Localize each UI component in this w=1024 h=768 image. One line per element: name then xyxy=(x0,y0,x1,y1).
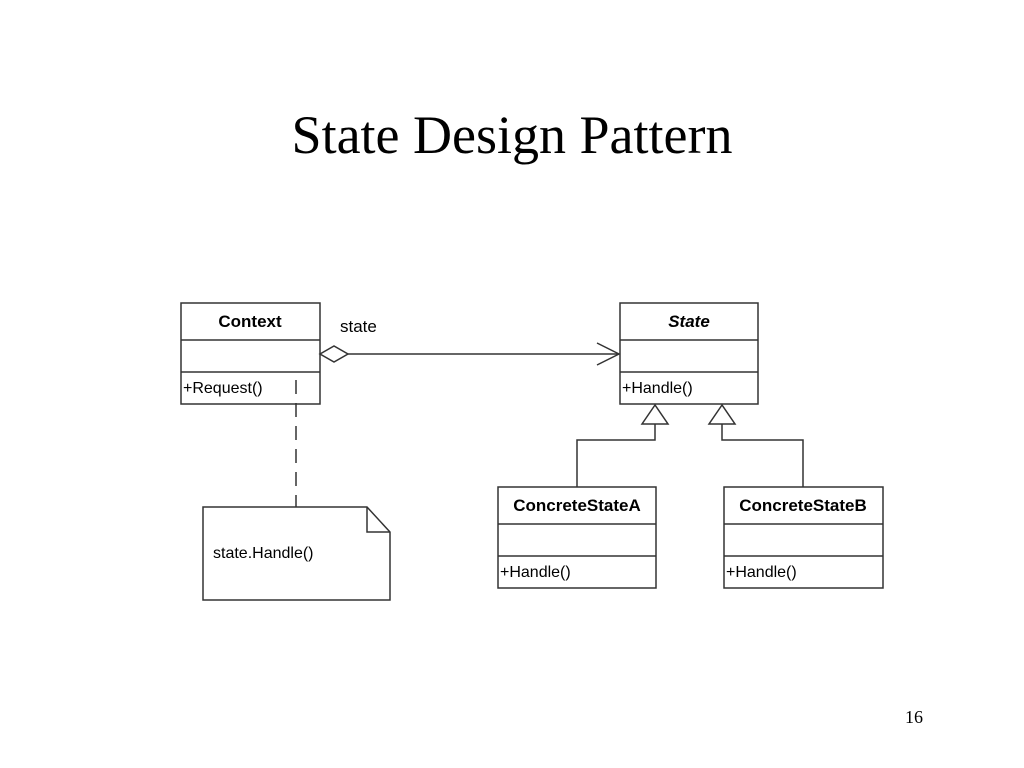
generalization-triangle-a xyxy=(640,403,670,425)
association-arrowhead xyxy=(596,342,621,366)
class-concrete-state-b-operation: +Handle() xyxy=(726,564,797,581)
generalization-concrete-state-a xyxy=(576,403,670,487)
page-number: 16 xyxy=(905,707,923,727)
class-state: State +Handle() xyxy=(619,302,759,405)
class-concrete-state-a: ConcreteStateA +Handle() xyxy=(497,486,657,589)
class-concrete-state-b-name: ConcreteStateB xyxy=(739,496,867,515)
uml-note: state.Handle() xyxy=(202,506,391,601)
note-text: state.Handle() xyxy=(213,545,314,562)
class-state-name: State xyxy=(668,312,710,331)
generalization-triangle-b xyxy=(707,403,737,425)
class-concrete-state-a-name: ConcreteStateA xyxy=(513,496,641,515)
association-role-label: state xyxy=(340,317,377,336)
class-concrete-state-a-operation: +Handle() xyxy=(500,564,571,581)
note-folded-corner xyxy=(366,507,390,533)
slide-title: State Design Pattern xyxy=(291,105,733,165)
note-body xyxy=(202,506,391,601)
class-concrete-state-b: ConcreteStateB +Handle() xyxy=(723,486,884,589)
aggregation-diamond xyxy=(318,345,350,363)
class-state-box xyxy=(619,302,759,405)
generalization-line-b xyxy=(721,424,804,487)
generalization-line-a xyxy=(576,424,656,487)
generalization-concrete-state-b xyxy=(707,403,804,487)
class-concrete-state-a-box xyxy=(497,486,657,589)
class-state-operation: +Handle() xyxy=(622,380,693,397)
class-context: Context +Request() xyxy=(180,302,321,405)
aggregation-association: state xyxy=(318,317,621,366)
class-concrete-state-b-box xyxy=(723,486,884,589)
class-context-box xyxy=(180,302,321,405)
class-context-name: Context xyxy=(218,312,282,331)
class-context-operation: +Request() xyxy=(183,380,263,397)
